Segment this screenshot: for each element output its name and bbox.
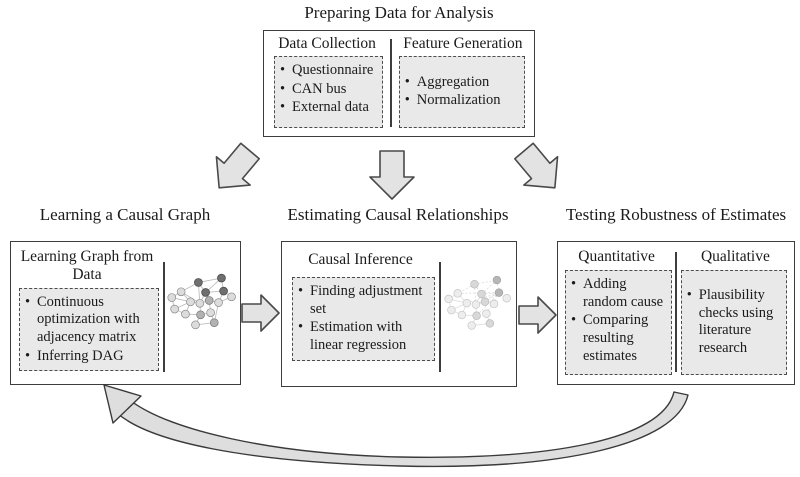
feature-generation-panel: Aggregation Normalization [398, 55, 525, 128]
list-item: CAN bus [277, 81, 379, 99]
qualitative-panel: Plausibility checks using literature res… [680, 269, 787, 375]
learning-graph-column: Learning Graph from Data Continuous opti… [11, 242, 163, 384]
qualitative-list: Plausibility checks using literature res… [684, 286, 783, 359]
quantitative-heading: Quantitative [578, 248, 655, 265]
data-collection-panel: Questionnaire CAN bus External data [274, 55, 384, 128]
list-item: External data [277, 99, 379, 117]
list-item: Plausibility checks using literature res… [684, 287, 783, 358]
list-item: Finding adjustment set [295, 283, 431, 318]
down-right-arrow-icon [514, 142, 559, 189]
data-collection-heading: Data Collection [278, 35, 376, 52]
learning-causal-graph-box: Learning Graph from Data Continuous opti… [10, 241, 241, 385]
learning-graph-heading: Learning Graph from Data [20, 248, 154, 283]
column-divider [163, 262, 165, 372]
qualitative-column: Qualitative Plausibility checks using li… [677, 242, 794, 384]
feedback-loop-arrowhead-icon [103, 384, 142, 424]
column-divider [675, 252, 677, 372]
causal-inference-list: Finding adjustment set Estimation with l… [295, 283, 431, 355]
list-item: Adding random cause [568, 276, 668, 311]
data-collection-column: Data Collection Questionnaire CAN bus Ex… [264, 31, 390, 136]
list-item: Estimation with linear regression [295, 319, 431, 354]
list-item: Questionnaire [277, 62, 379, 80]
feedback-loop-arrow-icon [116, 391, 689, 468]
stage-2-title: Estimating Causal Relationships [287, 205, 509, 224]
list-item: Continuous optimization with adjacency m… [22, 294, 155, 347]
right-arrow-icon [241, 294, 280, 332]
estimating-causal-relationships-box: Causal Inference Finding adjustment set … [281, 241, 517, 387]
column-divider [439, 262, 441, 372]
qualitative-heading: Qualitative [700, 248, 770, 265]
list-item: Normalization [402, 92, 521, 110]
causal-graph-solid-icon [167, 273, 237, 330]
right-arrow-icon [518, 296, 557, 334]
feature-generation-list: Aggregation Normalization [402, 73, 521, 111]
learning-graph-panel: Continuous optimization with adjacency m… [19, 287, 159, 372]
graph-area [165, 242, 240, 384]
causal-inference-heading: Causal Inference [308, 251, 413, 268]
causal-graph-faded-icon [444, 275, 512, 330]
learning-graph-list: Continuous optimization with adjacency m… [22, 294, 155, 366]
list-item: Aggregation [402, 74, 521, 92]
column-divider [390, 39, 392, 127]
causal-inference-panel: Finding adjustment set Estimation with l… [292, 276, 435, 361]
top-section-title: Preparing Data for Analysis [304, 3, 494, 22]
preparing-data-box: Data Collection Questionnaire CAN bus Ex… [263, 30, 535, 137]
quantitative-list: Adding random cause Comparing resulting … [568, 276, 668, 365]
causal-inference-column: Causal Inference Finding adjustment set … [282, 242, 439, 386]
stage-1-title: Learning a Causal Graph [39, 205, 211, 224]
down-left-arrow-icon [215, 142, 260, 189]
down-arrow-icon [369, 150, 415, 200]
feature-generation-heading: Feature Generation [403, 35, 523, 52]
list-item: Inferring DAG [22, 348, 155, 366]
quantitative-column: Quantitative Adding random cause Compari… [558, 242, 675, 384]
quantitative-panel: Adding random cause Comparing resulting … [565, 269, 673, 375]
data-collection-list: Questionnaire CAN bus External data [277, 62, 379, 117]
list-item: Comparing resulting estimates [568, 312, 668, 365]
graph-area [441, 242, 516, 386]
stage-3-title: Testing Robustness of Estimates [565, 205, 787, 224]
testing-robustness-box: Quantitative Adding random cause Compari… [557, 241, 795, 385]
feature-generation-column: Feature Generation Aggregation Normaliza… [392, 31, 534, 136]
